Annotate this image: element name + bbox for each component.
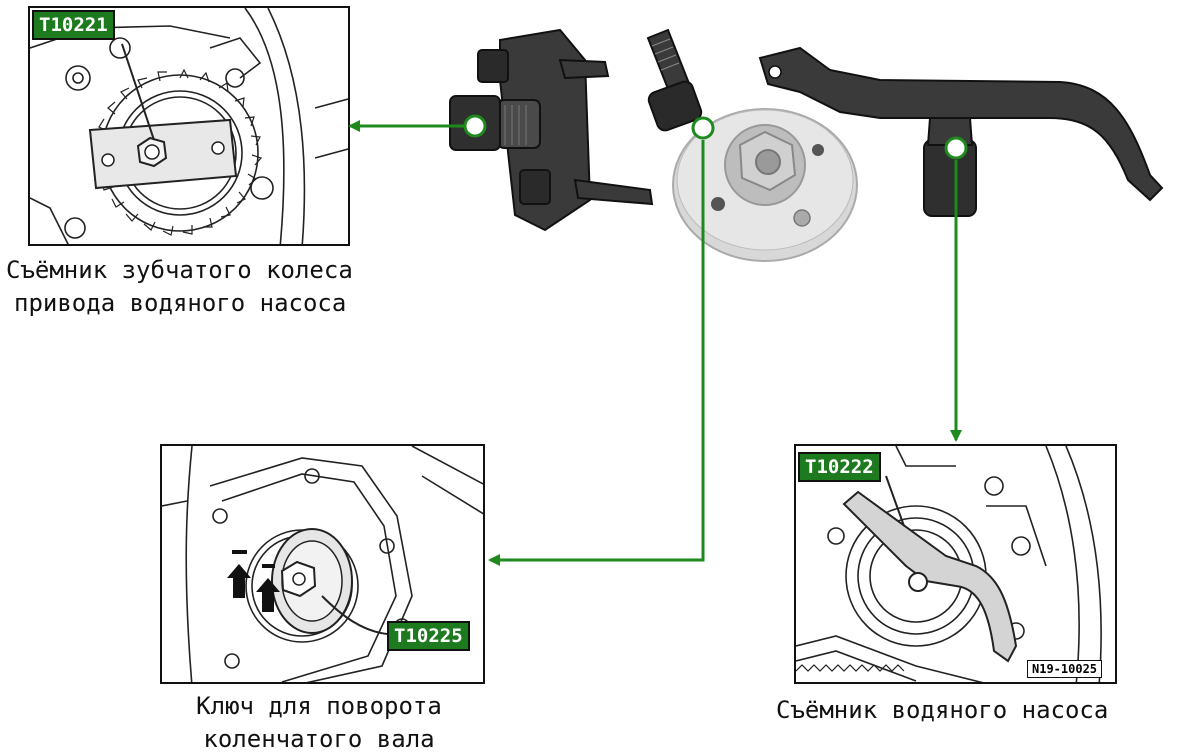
bolt-tool xyxy=(646,28,703,132)
pump-puller-caption: Съёмник водяного насоса xyxy=(776,696,1109,724)
figure-number-label: N19-10025 xyxy=(1027,660,1103,678)
crank-wrench-caption: Ключ для поворота коленчатого вала xyxy=(184,690,454,756)
tools-illustration xyxy=(449,28,1164,262)
gear-puller-panel: T10221 xyxy=(28,6,350,246)
gear-puller-caption-line1: Съёмник зубчатого колеса xyxy=(6,256,353,284)
up-arrow-icon xyxy=(227,564,251,598)
gear-puller-tool xyxy=(449,28,654,232)
crank-wrench-caption-line2: коленчатого вала xyxy=(203,725,435,753)
pump-puller-illustration xyxy=(796,446,1102,682)
gear-puller-illustration xyxy=(30,8,348,244)
pump-puller-panel: T10222 N19-10025 xyxy=(794,444,1117,684)
crank-wrench-tag: T10225 xyxy=(387,621,470,651)
crank-wrench-caption-line1: Ключ для поворота xyxy=(196,692,442,720)
crank-wrench-tool xyxy=(672,108,858,262)
up-arrow-icon xyxy=(256,578,280,612)
crank-wrench-illustration xyxy=(162,446,483,682)
gear-puller-caption: Съёмник зубчатого колеса привода водяног… xyxy=(6,254,353,320)
crank-wrench-panel: T10225 xyxy=(160,444,485,684)
gear-puller-tag: T10221 xyxy=(32,10,115,40)
gear-puller-caption-line2: привода водяного насоса xyxy=(14,289,347,317)
pump-puller-tag: T10222 xyxy=(798,452,881,482)
